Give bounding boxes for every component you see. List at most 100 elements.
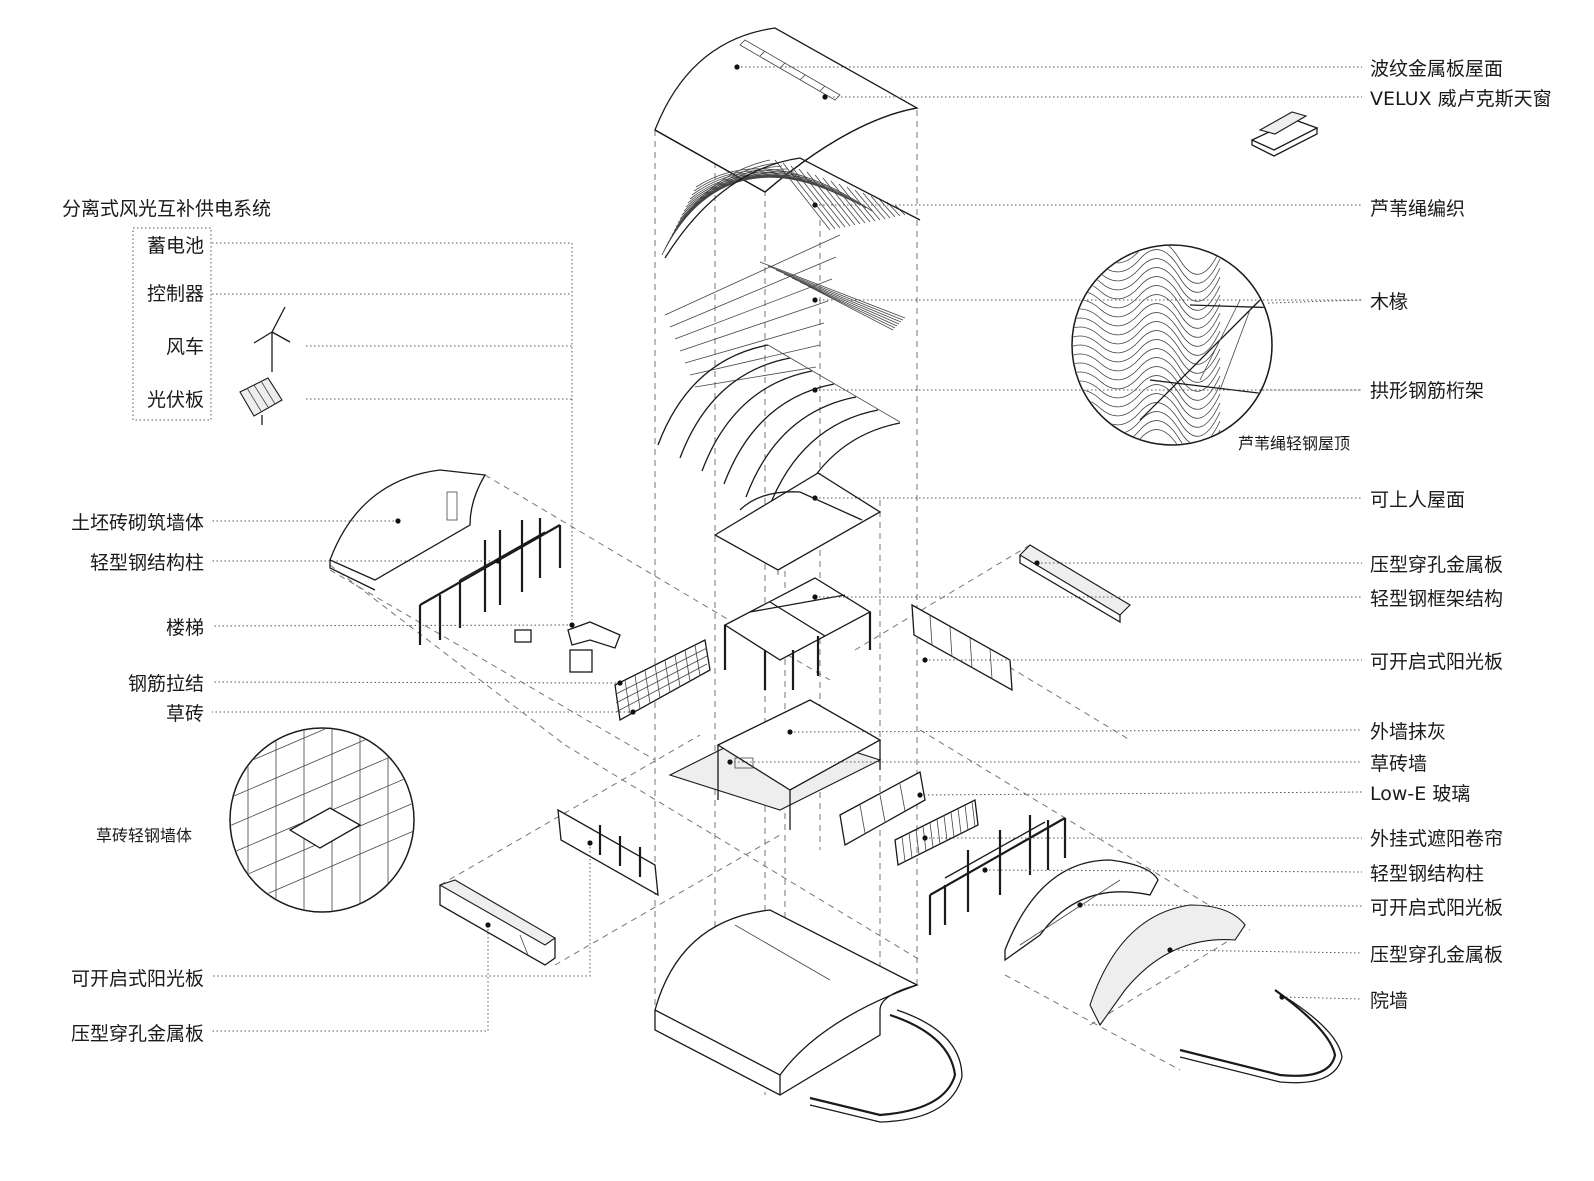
steel-beam: [419, 524, 561, 606]
reed-strand: [691, 171, 861, 206]
system-labels: 分离式风光互补供电系统 蓄电池 控制器 风车 光伏板: [62, 198, 271, 411]
reed-strand: [838, 183, 871, 223]
blind-slat: [929, 822, 934, 848]
leader-dot: [812, 495, 818, 501]
leader-line: [211, 624, 573, 627]
leader-dot: [485, 922, 491, 928]
reed-edge: [664, 157, 921, 259]
rafter: [669, 256, 837, 328]
solar-panel-label: 光伏板: [147, 389, 204, 411]
right-label: 外墙抹灰: [1370, 721, 1446, 743]
truss-arc: [657, 344, 769, 446]
low-e-glass-panels: [839, 771, 926, 847]
leader-dot: [727, 759, 733, 765]
reed-wave: [1073, 357, 1221, 392]
system-title: 分离式风光互补供电系统: [62, 198, 271, 220]
leader-dot: [630, 709, 636, 715]
right-label: VELUX 威卢克斯天窗: [1370, 88, 1552, 110]
wind-turbine-icon: [253, 306, 291, 372]
reed-steel-roof-detail: [1071, 244, 1273, 446]
leader-dot: [982, 867, 988, 873]
reed-wave: [1073, 330, 1221, 365]
reed-wave: [1073, 375, 1221, 410]
leader-lines: [211, 64, 1363, 1032]
grass-brick-steel-wall-detail: [220, 600, 430, 913]
leader-line: [919, 791, 1363, 796]
roof-detail-caption: 芦苇绳轻钢屋顶: [1238, 434, 1350, 453]
reed-wave: [1073, 312, 1221, 347]
leader-dot: [1279, 994, 1285, 1000]
rafter: [807, 285, 894, 331]
truss-arc: [701, 370, 813, 472]
leader-line: [984, 869, 1363, 873]
accessible-roof-deck: [713, 472, 882, 575]
leader-dot: [922, 657, 928, 663]
wall-detail-caption: 草砖轻钢墙体: [96, 826, 192, 845]
truss-arc: [723, 383, 835, 485]
right-label: 外挂式遮阳卷帘: [1370, 828, 1503, 850]
right-label: 可开启式阳光板: [1370, 651, 1503, 673]
reed-wave: [1073, 285, 1221, 320]
battery-label: 蓄电池: [147, 235, 204, 257]
grid-line: [220, 600, 430, 690]
reed-wave: [1073, 366, 1221, 401]
truss-arc: [767, 409, 879, 511]
blind-slat: [936, 818, 941, 845]
leader-dot: [812, 594, 818, 600]
rafter: [767, 265, 904, 321]
reed-strand: [774, 159, 831, 231]
left-label: 草砖: [166, 703, 204, 725]
rafter: [689, 344, 821, 376]
reed-wave: [1073, 321, 1221, 356]
right-label: 院墙: [1370, 990, 1408, 1012]
reed-wave: [1073, 384, 1221, 419]
grid-line: [615, 647, 708, 695]
blind-slat: [908, 832, 913, 859]
ground-floor-volume: [668, 699, 882, 830]
rafter: [694, 366, 817, 388]
truss-member: [1199, 299, 1241, 381]
leader-dot: [617, 680, 623, 686]
left-label: 可开启式阳光板: [71, 968, 204, 990]
leader-dot: [822, 94, 828, 100]
right-label: 波纹金属板屋面: [1370, 58, 1503, 80]
wood-rafters: [664, 234, 906, 388]
leader-line: [1079, 904, 1363, 907]
right-label: 轻型钢框架结构: [1370, 588, 1503, 610]
steel-beam: [944, 821, 1046, 879]
leader-line: [1281, 996, 1363, 1000]
rafter: [759, 261, 906, 319]
right-label: 拱形钢筋桁架: [1370, 380, 1484, 402]
leader-dot: [812, 297, 818, 303]
leader-line: [1169, 949, 1363, 954]
leader-line: [211, 681, 621, 684]
right-operable-panel-lower: [1004, 859, 1159, 962]
grid-line: [231, 729, 413, 775]
reed-wave: [1073, 339, 1221, 374]
power-system-box: [132, 227, 212, 421]
leader-line: [212, 843, 591, 977]
grid-line: [220, 628, 430, 718]
stairs: [514, 621, 621, 673]
left-label: 楼梯: [166, 617, 204, 639]
truss-member: [1149, 379, 1271, 396]
reed-rope-weave: [661, 157, 921, 259]
reed-strand: [830, 180, 866, 224]
leader-dot: [495, 558, 501, 564]
grid-line: [615, 663, 708, 713]
truss-member: [1139, 299, 1261, 421]
rafter: [674, 278, 833, 340]
left-steel-columns: [418, 518, 562, 645]
rafter: [664, 234, 841, 316]
blind-slat: [915, 829, 920, 855]
reed-strand: [689, 173, 855, 203]
left-label: 钢筋拉结: [128, 673, 204, 695]
grid-line: [615, 655, 708, 704]
reed-strand: [846, 186, 876, 222]
truss-member: [1219, 309, 1251, 391]
reed-wave: [1073, 294, 1221, 329]
leader-line: [212, 925, 489, 1032]
rafter: [684, 322, 825, 364]
right-label: Low-E 玻璃: [1370, 783, 1470, 805]
